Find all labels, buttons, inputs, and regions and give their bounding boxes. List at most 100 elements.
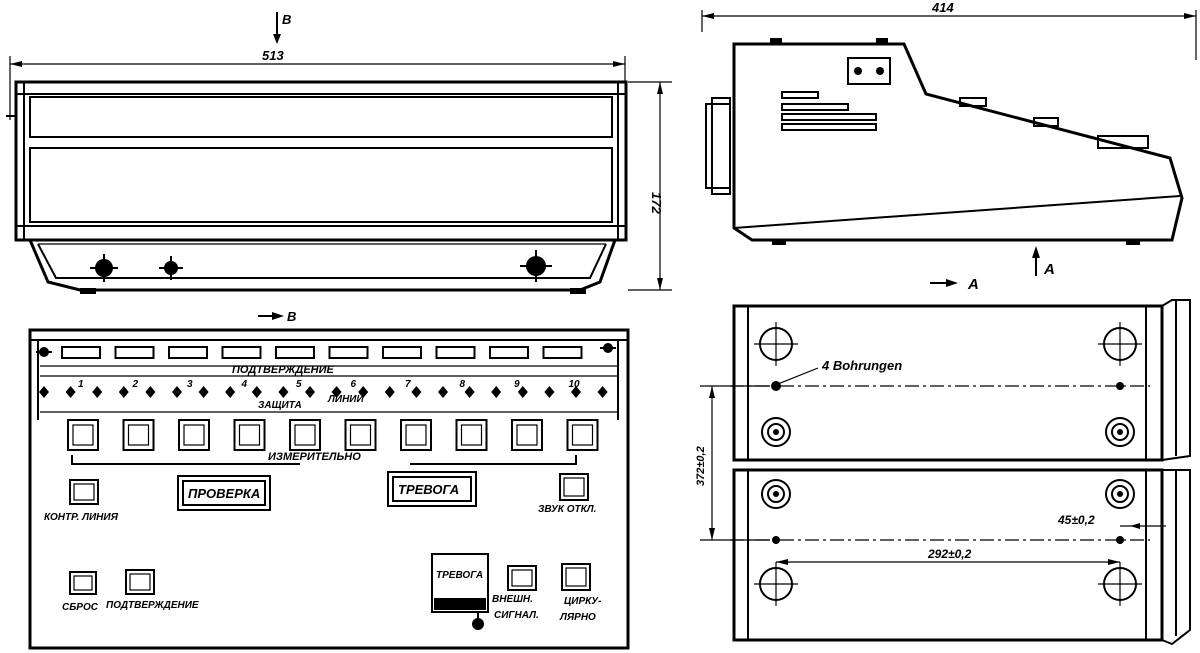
measuring-label: ИЗМЕРИТЕЛЬНО	[268, 451, 361, 463]
led-diamond	[278, 386, 289, 398]
led-diamond	[571, 386, 581, 398]
channel-number: 8	[460, 379, 466, 390]
channel-button[interactable]	[566, 419, 599, 451]
view-marker-a-side: A	[1043, 261, 1055, 278]
alarm-key-box: ТРЕВОГА	[431, 553, 489, 613]
channel-button[interactable]	[344, 419, 377, 451]
led-diamond	[544, 386, 555, 398]
control-line-button[interactable]	[69, 479, 99, 505]
external-signal-label-2: СИГНАЛ.	[494, 610, 539, 621]
view-marker-b-top: B	[282, 12, 291, 27]
alarm-indicator: ТРЕВОГА	[387, 471, 477, 507]
indicator-slot	[114, 346, 155, 359]
cyclic-label-2: ЛЯРНО	[559, 612, 596, 623]
sound-off-button[interactable]	[559, 473, 589, 501]
channel-number: 6	[351, 379, 357, 390]
led-row	[39, 386, 608, 398]
indicator-slot	[275, 346, 315, 359]
indicator-slot	[382, 346, 422, 359]
led-diamond	[172, 386, 182, 398]
foot-icon	[1105, 479, 1135, 509]
reset-label: СБРОС	[62, 602, 99, 613]
channel-number: 2	[132, 379, 139, 390]
channel-button[interactable]	[289, 419, 321, 451]
bottom-view: 4 Bohrungen 372±0,2 292±0,2 45±0,2	[695, 299, 1191, 646]
hole-spacing-v-dim: 372±0,2	[695, 446, 707, 486]
led-diamond	[411, 386, 422, 398]
cyclic-button[interactable]	[561, 563, 591, 591]
channel-button-row[interactable]	[67, 419, 599, 451]
control-line-label: КОНТР. ЛИНИЯ	[44, 512, 119, 523]
line-protection-label: ЗАЩИТА	[258, 400, 302, 411]
foot-icon	[1105, 417, 1135, 447]
key-switch-icon[interactable]	[472, 612, 484, 630]
led-diamond	[305, 386, 315, 398]
channel-number: 3	[187, 379, 193, 390]
channel-number: 5	[296, 379, 302, 390]
channel-number: 9	[514, 379, 520, 390]
channel-number: 7	[405, 379, 411, 390]
indicator-slot	[168, 346, 208, 359]
view-marker-a-arrow: A	[967, 276, 979, 293]
indicator-slot	[221, 346, 262, 359]
led-diamond	[145, 386, 156, 398]
external-signal-button[interactable]	[507, 565, 537, 591]
hole-spacing-h-dim: 292±0,2	[927, 547, 972, 561]
view-marker-b-arrow: B	[287, 309, 296, 324]
edge-offset-dim: 45±0,2	[1057, 513, 1095, 527]
reset-button[interactable]	[69, 571, 97, 595]
led-diamond	[225, 386, 236, 398]
led-diamond	[198, 386, 209, 398]
mount-hole-icon	[754, 562, 798, 606]
channel-button[interactable]	[511, 419, 543, 451]
sound-off-label: ЗВУК ОТКЛ.	[538, 504, 596, 515]
channel-button[interactable]	[178, 419, 210, 451]
line-protection-label-2: ЛИНИЙ	[327, 392, 364, 405]
led-diamond	[464, 386, 475, 398]
alarm-label: ТРЕВОГА	[398, 482, 459, 497]
indicator-slot	[489, 346, 529, 359]
connector-icon	[520, 250, 552, 282]
confirmation-button[interactable]	[125, 569, 155, 595]
channel-button[interactable]	[400, 419, 432, 451]
led-diamond	[491, 386, 502, 398]
front-width-dim: 513	[262, 48, 284, 63]
mount-hole-icon	[1098, 562, 1142, 606]
panel-rivet-icon	[600, 343, 616, 353]
channel-number: 4	[241, 379, 248, 390]
led-diamond	[384, 386, 395, 398]
connector-icon	[159, 256, 183, 280]
confirmation-label: ПОДТВЕРЖДЕНИЕ	[106, 600, 199, 611]
led-diamond	[92, 386, 103, 398]
led-diamond	[39, 386, 49, 398]
led-diamond	[65, 386, 76, 398]
check-label: ПРОВЕРКА	[188, 486, 260, 501]
led-diamond	[118, 386, 129, 398]
indicator-row	[61, 346, 583, 359]
channel-button[interactable]	[233, 419, 266, 451]
channel-number: 1	[78, 379, 84, 390]
connector-icon	[90, 254, 118, 282]
led-diamond	[331, 386, 342, 398]
holes-note: 4 Bohrungen	[821, 358, 902, 373]
foot-icon	[761, 479, 791, 509]
side-view: 414 A A	[701, 0, 1197, 293]
led-diamond	[251, 386, 262, 398]
front-view: 513 B	[6, 12, 672, 294]
channel-button[interactable]	[122, 419, 155, 451]
front-height-dim: 172	[649, 192, 664, 214]
alarm-box-label: ТРЕВОГА	[436, 570, 483, 581]
led-diamond	[358, 386, 369, 398]
channel-button[interactable]	[455, 419, 488, 451]
foot-icon	[761, 417, 791, 447]
led-diamond	[597, 386, 608, 398]
channel-button[interactable]	[67, 419, 99, 451]
panel-rivet-icon	[36, 347, 52, 357]
led-diamond	[517, 386, 528, 398]
mount-hole-icon	[754, 322, 798, 366]
external-signal-label-1: ВНЕШН.	[492, 594, 533, 605]
mount-hole-icon	[1098, 322, 1142, 366]
